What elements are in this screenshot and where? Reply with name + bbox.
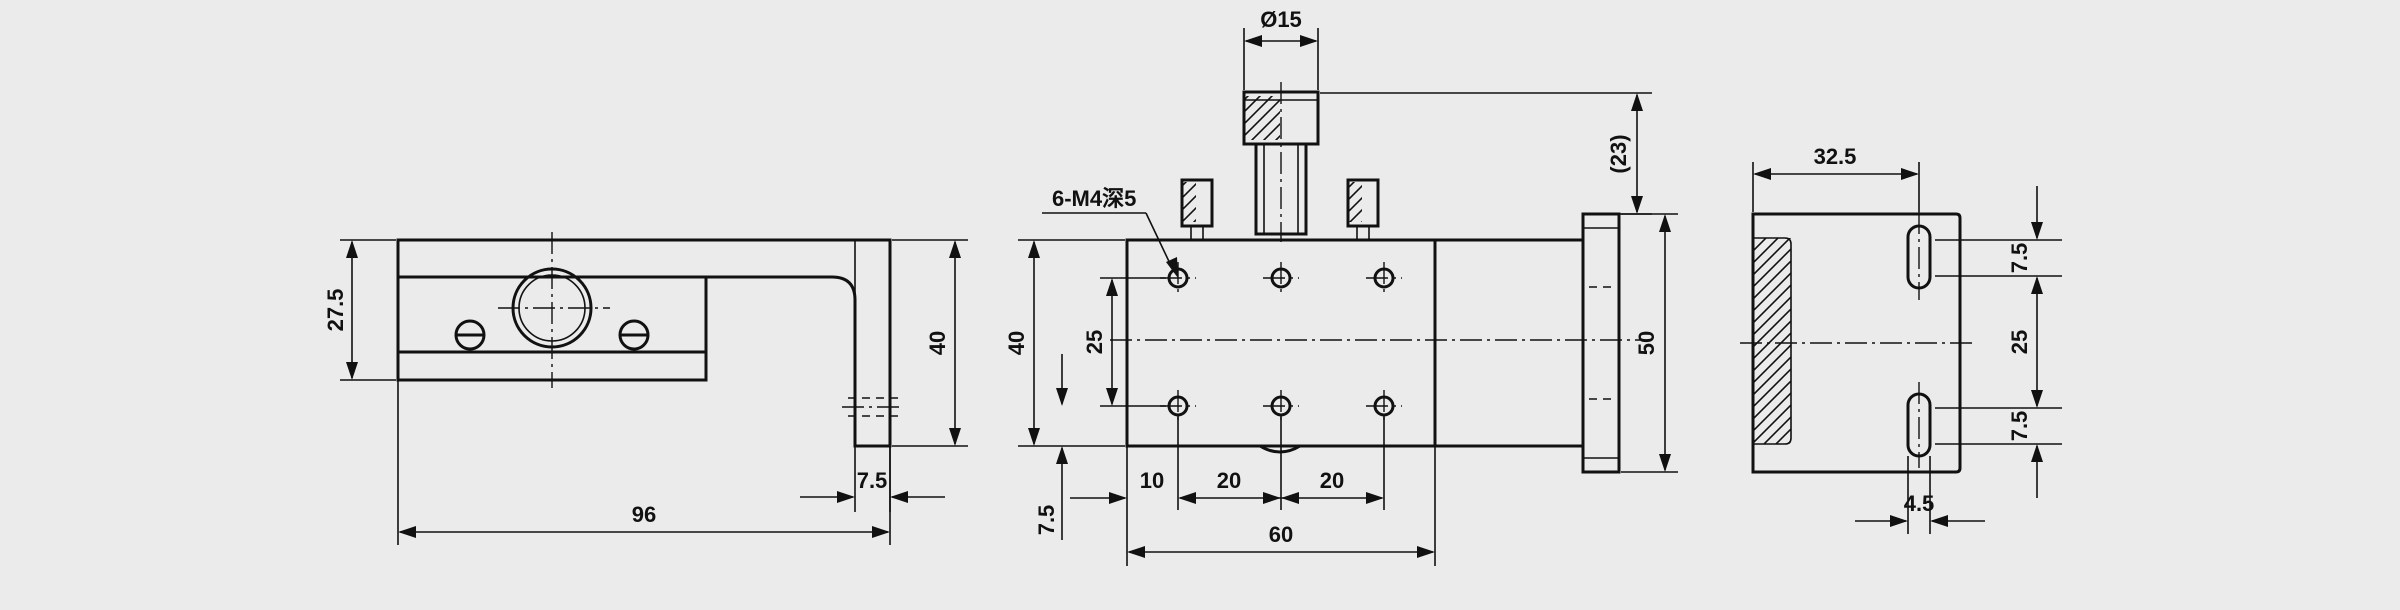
hole-icon	[1263, 390, 1299, 422]
thread-callout: 6-M4深5	[1052, 186, 1136, 211]
dim-knob-diameter: Ø15	[1260, 7, 1302, 32]
dim-hole-row-spacing: 25	[1082, 330, 1107, 354]
slot-icon	[1906, 212, 1932, 300]
bracket-outline	[396, 238, 892, 448]
dim-knob-height: (23)	[1606, 134, 1631, 173]
dim-bracket-side-height: 40	[925, 331, 950, 355]
screw-icon	[1180, 178, 1214, 240]
screw-icon	[1346, 178, 1380, 240]
dim-slot-spacing: 25	[2007, 330, 2032, 354]
dim-body-height: 40	[1004, 331, 1029, 355]
dim-bracket-flange: 7.5	[857, 468, 888, 493]
plate-outline	[1751, 212, 1962, 474]
dim-body-length: 60	[1269, 522, 1293, 547]
dim-flange-height: 50	[1634, 331, 1659, 355]
screw-icon	[454, 319, 486, 351]
dim-hole-pitch-1: 20	[1217, 468, 1241, 493]
plate-view: 32.5 7.5 25 7.5 4.5	[1740, 144, 2062, 534]
shaft-housing	[1433, 238, 1585, 448]
hole-icon	[1263, 262, 1299, 294]
tapped-holes	[1160, 262, 1402, 422]
dim-hole-offset-y: 7.5	[1034, 505, 1059, 536]
plate-hatched-section	[1753, 238, 1791, 444]
slot-icon	[1906, 382, 1932, 468]
knob	[1242, 82, 1320, 242]
screw-icon	[618, 319, 650, 351]
dim-slot-bottom: 7.5	[2007, 411, 2032, 442]
end-flange	[1581, 212, 1621, 474]
hole-icon	[1366, 262, 1402, 294]
hole-icon	[1366, 390, 1402, 422]
dim-slot-top: 7.5	[2007, 243, 2032, 274]
dim-hole-offset-x: 10	[1140, 468, 1164, 493]
body-view: 6-M4深5 Ø15 (23) 50 40 25	[1004, 7, 1678, 566]
dim-bracket-width: 96	[632, 502, 656, 527]
dim-hole-pitch-2: 20	[1320, 468, 1344, 493]
bracket-view: 27.5 40 7.5 96	[323, 232, 968, 545]
dim-slot-width: 4.5	[1904, 491, 1935, 516]
dim-bracket-height: 27.5	[323, 289, 348, 332]
dim-plate-width: 32.5	[1814, 144, 1857, 169]
